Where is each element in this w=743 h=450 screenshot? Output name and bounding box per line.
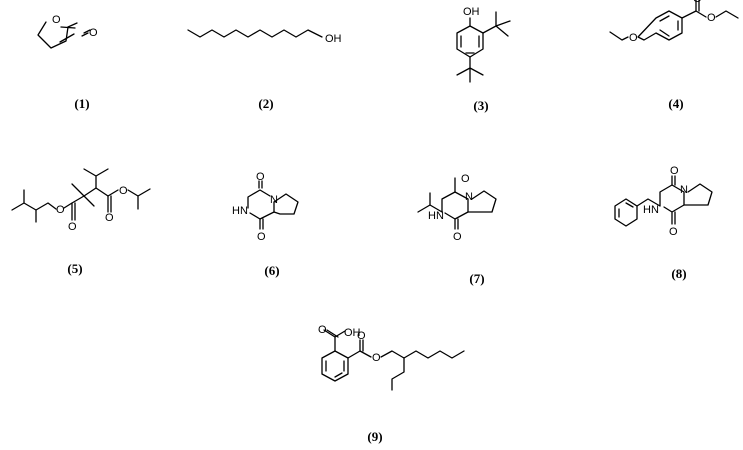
compound-label: (4) <box>668 96 683 111</box>
atom-label: O <box>357 330 366 342</box>
atom-label: N <box>270 194 278 206</box>
structure-7: O N HN O <box>417 173 497 243</box>
structure-2: OH <box>187 29 342 45</box>
structure-8: O N HN O <box>614 165 713 238</box>
atom-label: O <box>461 173 470 185</box>
structure-4: O O O <box>609 0 739 44</box>
atom-label: O <box>256 171 265 183</box>
atom-label: O <box>629 32 638 44</box>
compound-label: (1) <box>74 96 89 111</box>
structure-5: O O O O <box>11 168 151 233</box>
atom-label: O <box>119 185 128 197</box>
atom-label: O <box>372 352 381 364</box>
atom-label: N <box>465 191 473 203</box>
atom-label: O <box>693 0 702 5</box>
atom-label: OH <box>325 33 342 45</box>
atom-label: O <box>453 231 462 243</box>
structure-3: OH <box>456 6 511 83</box>
compound-label: (2) <box>258 96 273 111</box>
structure-1: O O <box>37 14 98 49</box>
compound-label: (9) <box>367 429 382 444</box>
atom-label: O <box>707 12 716 24</box>
structure-6: O N HN O <box>232 171 299 243</box>
atom-label: O <box>318 324 327 336</box>
structure-9: O OH O O <box>318 324 465 391</box>
atom-label: O <box>89 27 98 39</box>
atom-label: HN <box>232 205 248 217</box>
atom-label: O <box>52 14 61 26</box>
compound-label: (7) <box>469 271 484 286</box>
atom-label: O <box>105 212 114 224</box>
atom-label: O <box>669 226 678 238</box>
atom-label: OH <box>344 327 361 339</box>
atom-label: O <box>56 204 65 216</box>
compound-label: (3) <box>473 98 488 113</box>
atom-label: N <box>680 184 688 196</box>
atom-label: HN <box>428 210 444 222</box>
atom-label: O <box>257 231 266 243</box>
atom-label: HN <box>643 204 659 216</box>
atom-label: O <box>68 221 77 233</box>
compound-label: (6) <box>264 263 279 278</box>
atom-label: O <box>670 165 679 177</box>
compound-label: (5) <box>67 261 82 276</box>
compound-label: (8) <box>671 266 686 281</box>
atom-label: OH <box>463 6 480 18</box>
